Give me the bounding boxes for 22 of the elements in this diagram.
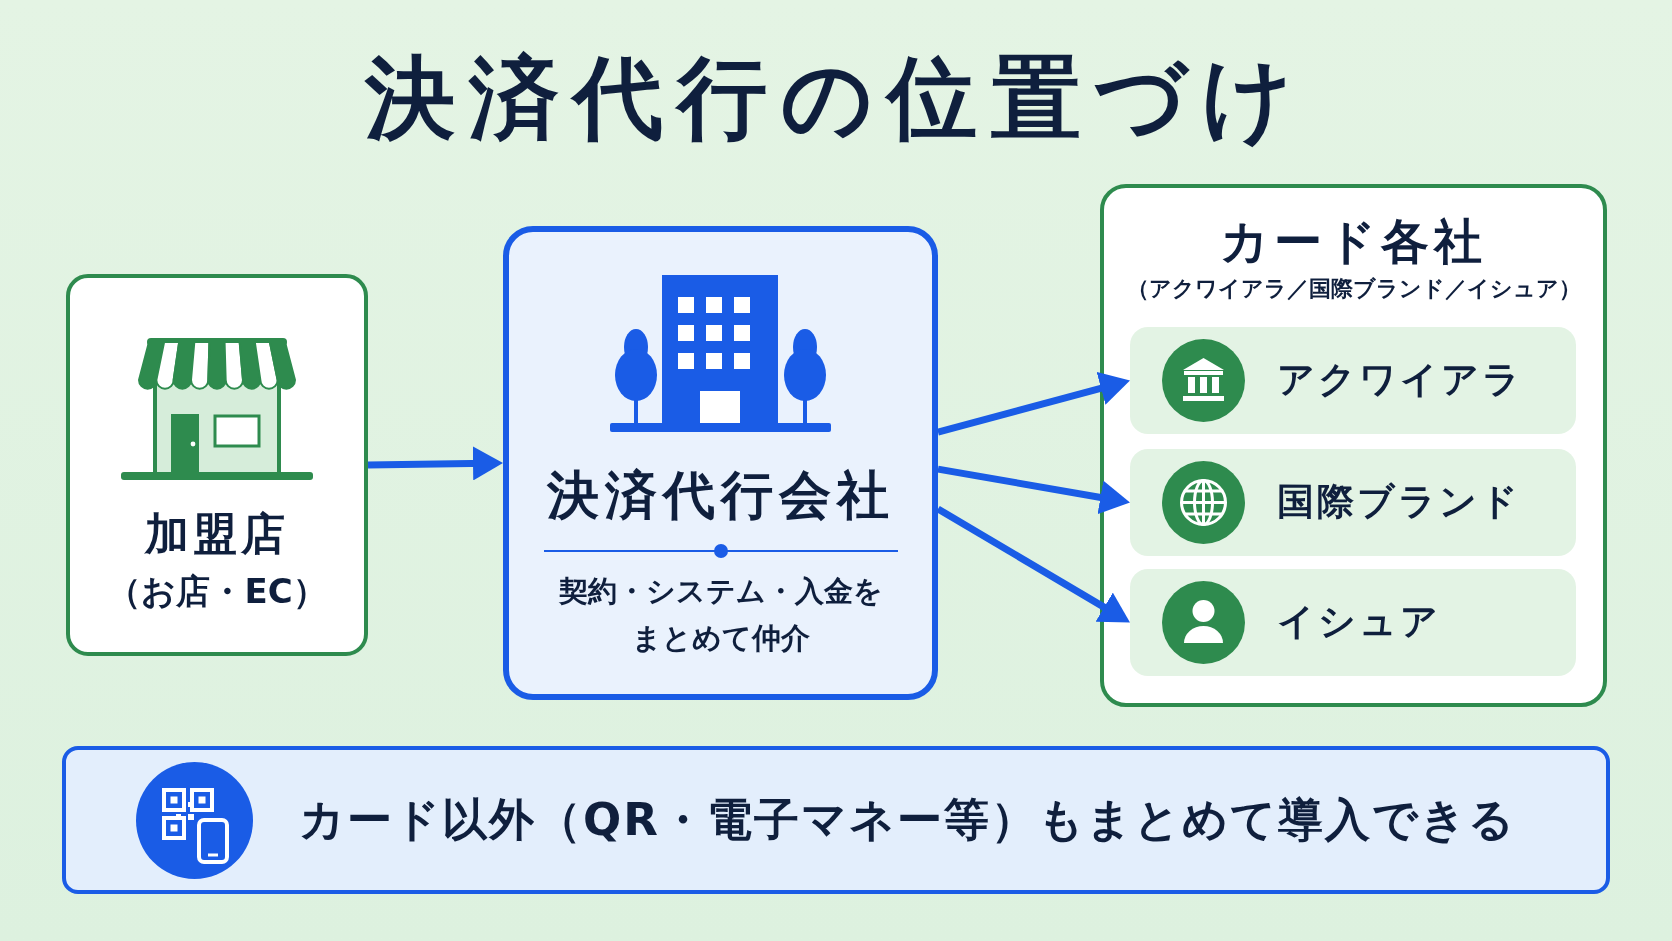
card-title: 加盟店	[145, 508, 289, 561]
arrow	[937, 465, 1130, 515]
card-subtitle: （お店・EC）	[107, 570, 327, 612]
page-title: 決済代行の位置づけ	[365, 44, 1307, 152]
arrow	[367, 446, 503, 481]
card-description: 契約・システム・入金をまとめて仲介	[557, 572, 884, 657]
arrow	[936, 505, 1130, 623]
row-label: イシュア	[1277, 600, 1441, 645]
info-banner	[62, 746, 1610, 894]
panel-subtitle: （アクワイアラ／国際ブランド／イシュア）	[1126, 274, 1581, 303]
entity-card	[66, 274, 368, 656]
row-label: アクワイアラ	[1277, 358, 1523, 403]
list-row	[1130, 449, 1576, 556]
card-title: 決済代行会社	[546, 466, 895, 526]
list-row	[1130, 327, 1576, 434]
arrow	[937, 371, 1130, 436]
company-card	[503, 226, 938, 700]
list-row	[1130, 569, 1576, 676]
row-label: 国際ブランド	[1277, 480, 1521, 525]
panel-title: カード各社	[1220, 213, 1487, 271]
group-panel	[1100, 184, 1607, 707]
banner-text: カード以外（QR・電子マネー等）もまとめて導入できる	[299, 793, 1516, 847]
